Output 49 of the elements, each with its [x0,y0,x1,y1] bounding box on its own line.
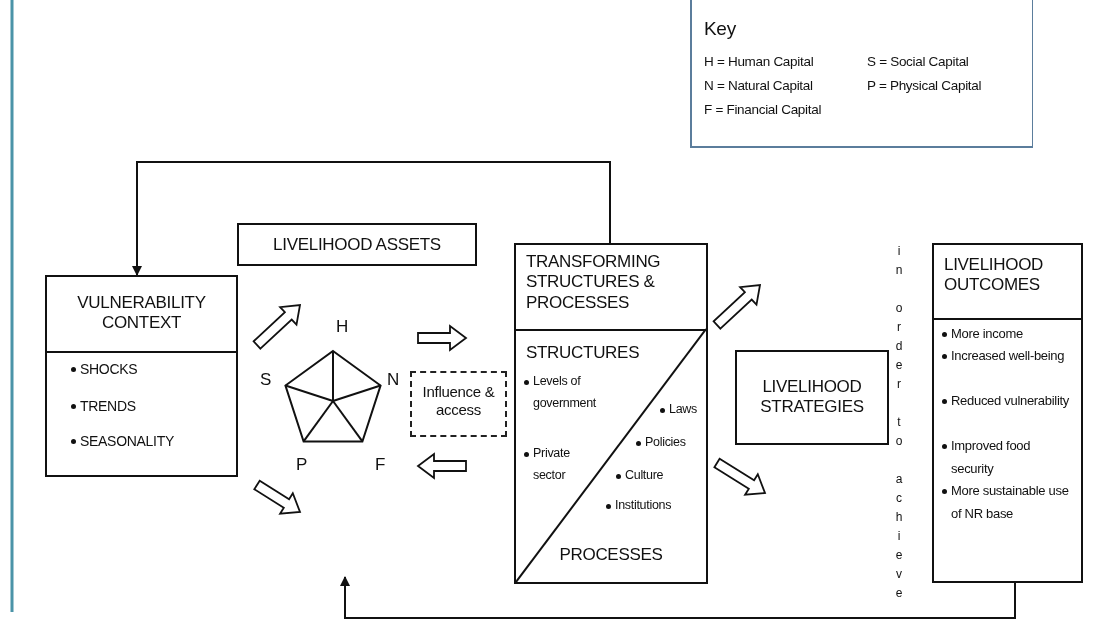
box-heading: VULNERABILITY CONTEXT [76,293,207,334]
box-text: Influence & access [421,383,496,419]
hollow-arrow [713,457,767,496]
bullet-item: TRENDS [71,394,230,419]
box-heading: LIVELIHOOD ASSETS [272,235,442,256]
hollow-arrow [252,303,302,350]
box-heading: STRUCTURES [526,343,641,364]
bullet-item: SEASONALITY [71,429,240,454]
key-entry: P = Physical Capital [867,78,983,95]
asset-letter: P [296,455,309,476]
box-heading: TRANSFORMING STRUCTURES & PROCESSES [526,252,662,314]
outcomes-box [932,243,1083,583]
bullet-item: Improved food security [942,435,1069,481]
feedback-arrow [340,576,1016,619]
hollow-arrow [416,452,467,480]
bullet-item: SHOCKS [71,357,230,382]
bullet-item: Policies [636,432,711,454]
bullet-item: More income [942,323,1069,346]
asset-letter: F [375,455,387,476]
key-entry: H = Human Capital [704,54,815,71]
bullet-item: Increased well-being [942,345,1069,368]
key-panel [690,0,1033,148]
bullet-item: Private sector [524,443,599,487]
key-entry: S = Social Capital [867,54,970,71]
asset-letter: N [387,370,400,391]
influence-box [410,371,507,437]
key-entry: F = Financial Capital [704,102,823,119]
box-heading: PROCESSES [558,545,664,566]
structures-processes-box [514,243,708,584]
key-heading: Key [704,18,737,41]
bullet-item: Culture [616,465,691,487]
assets-box [237,223,477,266]
context-box [45,275,238,477]
asset-letter: S [260,370,273,391]
bullet-item: More sustainable use of NR base [942,480,1069,526]
box-heading: LIVELIHOOD STRATEGIES [759,377,865,418]
bullet-item: Levels of government [524,371,613,415]
bullet-item: Institutions [606,495,711,517]
feedback-arrow [132,161,611,276]
strategies-box [735,350,889,445]
hollow-arrow [712,283,762,330]
box-heading: LIVELIHOOD OUTCOMES [944,255,1045,296]
hollow-arrow [253,479,302,515]
bullet-item: Reduced vulnerability [942,390,1069,413]
asset-letter: H [336,317,349,338]
key-entry: N = Natural Capital [704,78,814,95]
hollow-arrow [417,324,468,352]
side-note: in order to achieve [893,244,905,605]
bullet-item: Laws [660,399,715,421]
